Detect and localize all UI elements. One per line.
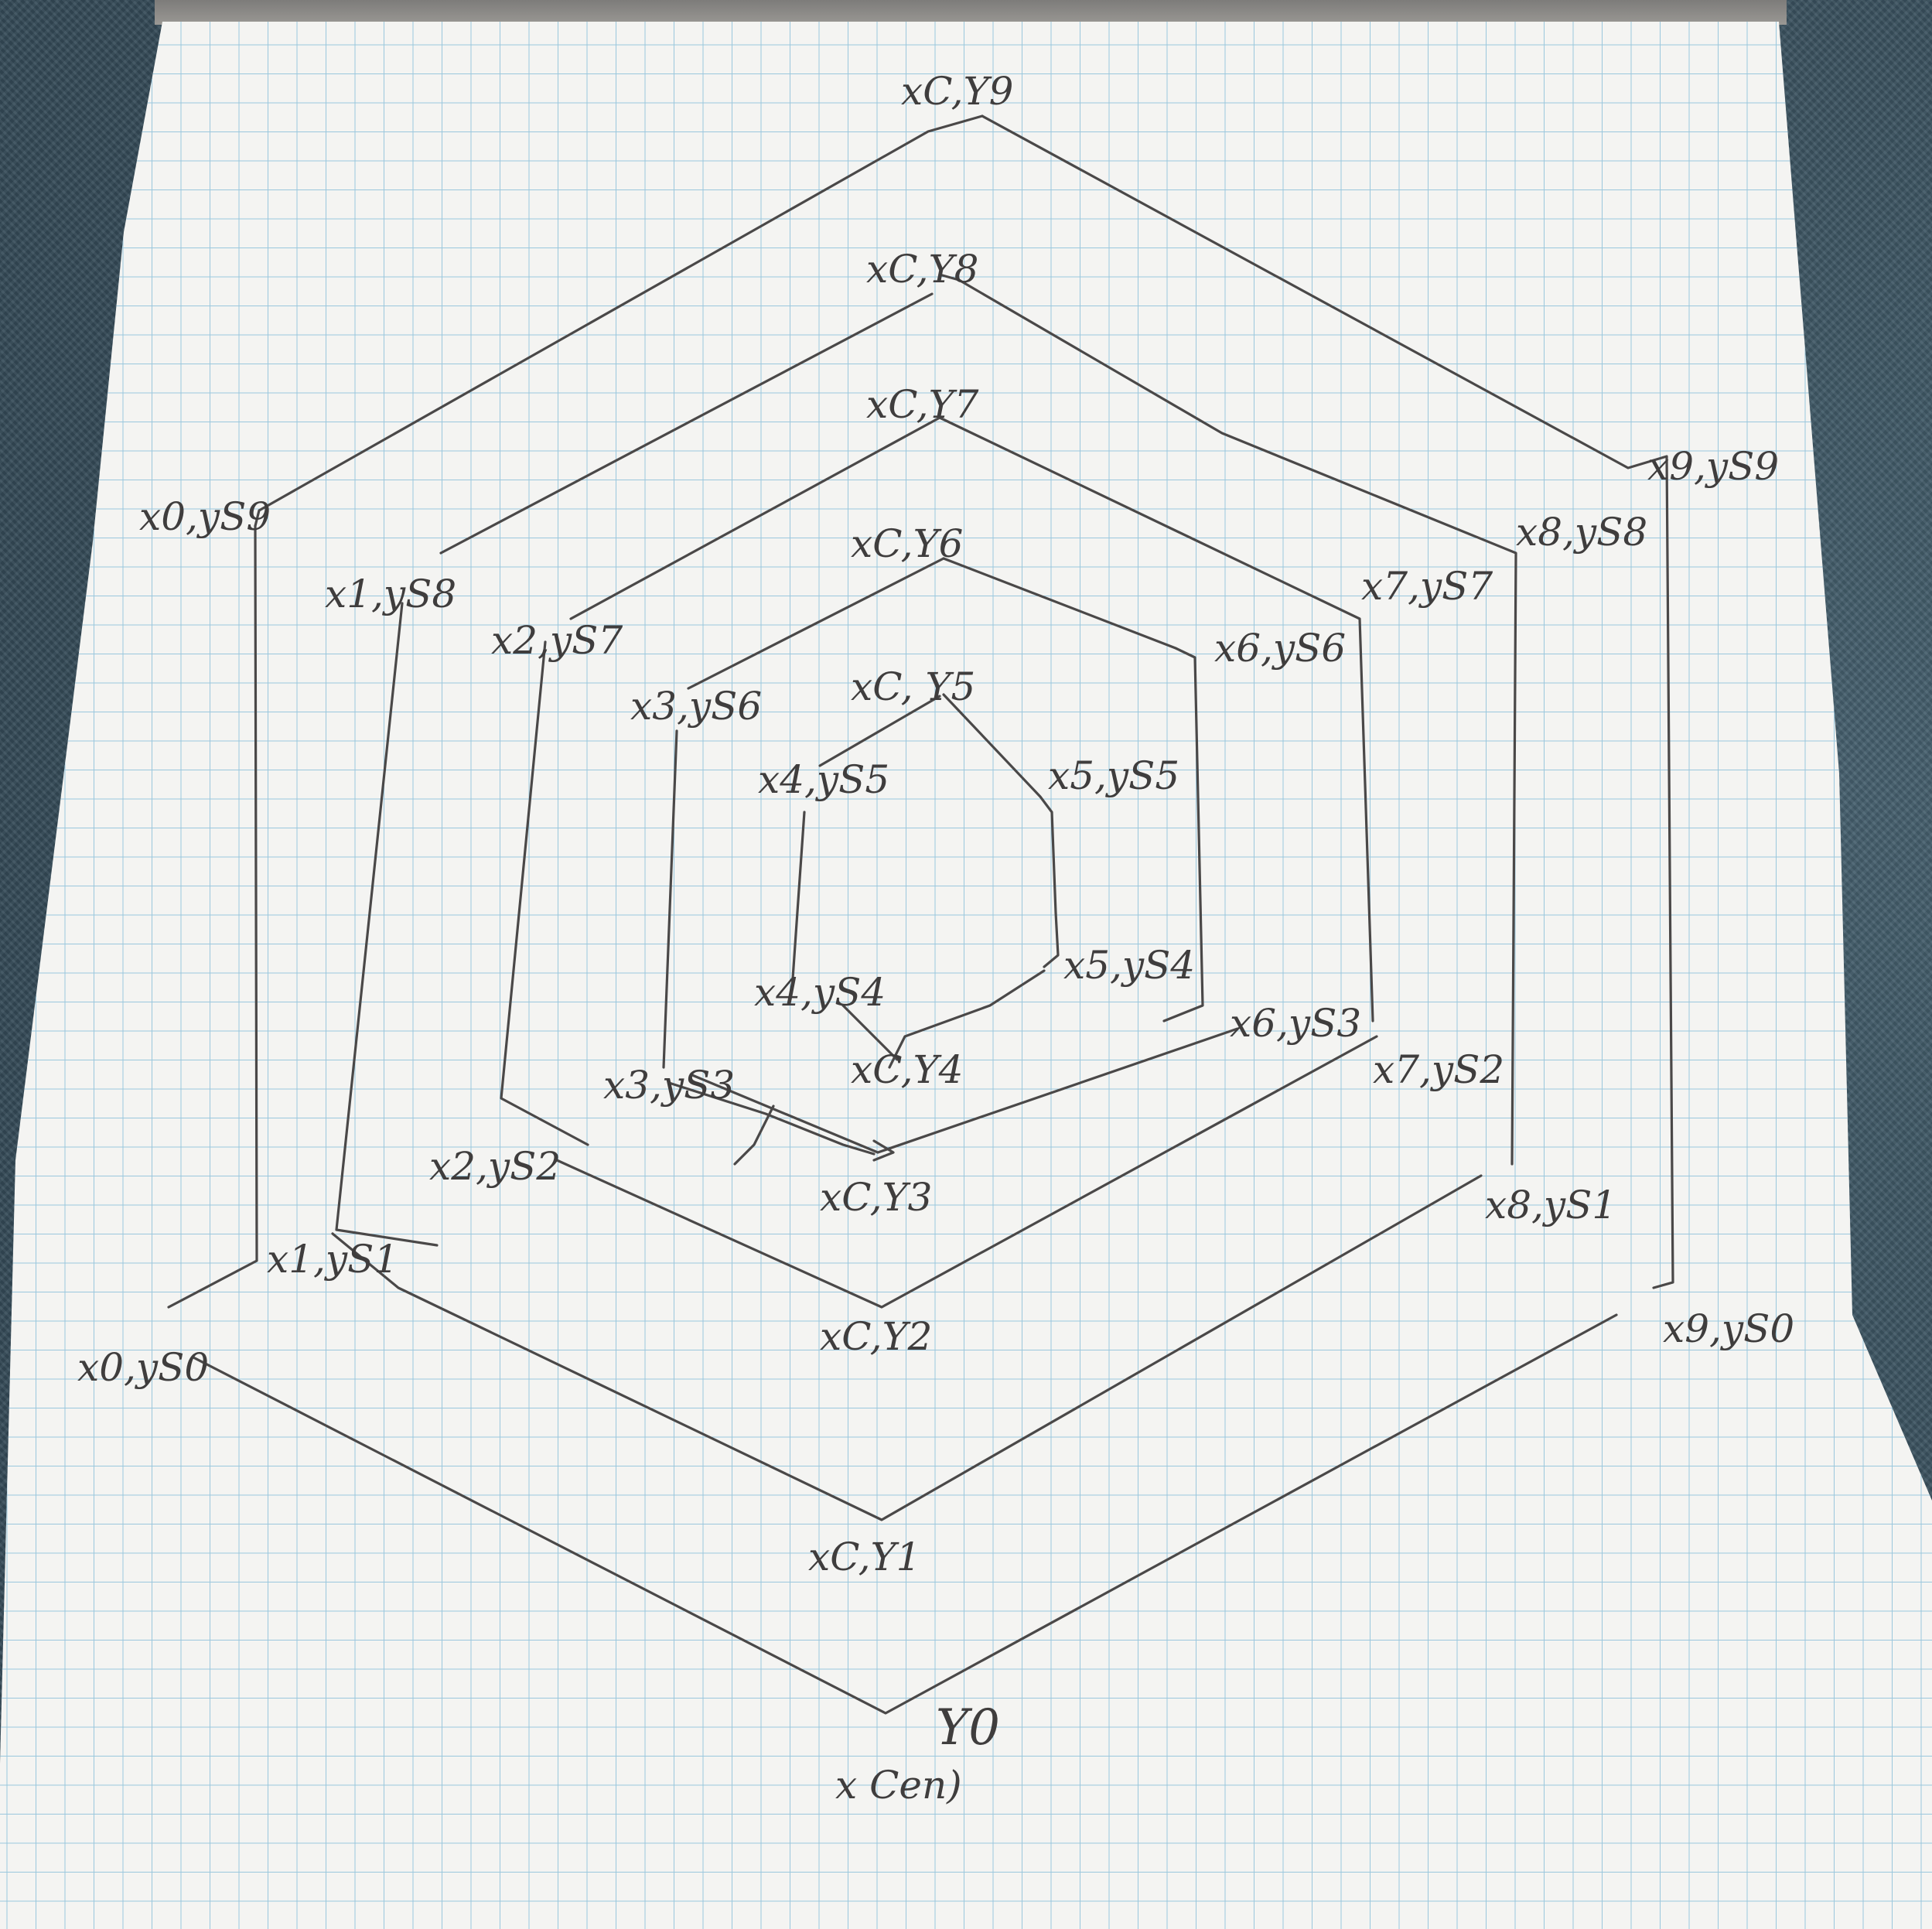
label-x9-ys0: x9,yS0: [1663, 1306, 1794, 1351]
label-x6-ys6: x6,yS6: [1214, 626, 1346, 671]
label-x9-ys9: x9,yS9: [1647, 444, 1779, 489]
label-x8-ys8: x8,yS8: [1516, 510, 1647, 555]
label-x2-ys7: x2,yS7: [491, 618, 623, 663]
label-x7-ys2: x7,yS2: [1373, 1047, 1504, 1092]
label-x3-ys3: x3,yS3: [603, 1063, 735, 1108]
label-xc-y3: xC,Y3: [820, 1175, 932, 1220]
label-xc-y4: xC,Y4: [851, 1047, 963, 1092]
label-xc-y8: xC,Y8: [866, 247, 978, 292]
hexagon-ring-8: [331, 273, 1517, 1521]
label-x4-ys5: x4,yS5: [758, 757, 889, 802]
label-y0: Y0: [936, 1699, 1000, 1757]
grid-lines: [0, 22, 1932, 1929]
label-x-center: x Cen): [835, 1763, 962, 1808]
label-x4-ys4: x4,yS4: [754, 970, 886, 1015]
label-x1-ys8: x1,yS8: [325, 572, 456, 616]
hexagon-ring-7: [500, 416, 1378, 1309]
label-xc-y9: xC,Y9: [901, 69, 1013, 114]
label-xc-y1: xC,Y1: [808, 1535, 920, 1579]
label-x5-ys5: x5,yS5: [1048, 753, 1179, 798]
label-x3-ys6: x3,yS6: [630, 684, 762, 729]
label-x6-ys3: x6,yS3: [1230, 1001, 1361, 1046]
label-x7-ys7: x7,yS7: [1361, 564, 1493, 609]
hexagon-ring-6: [662, 557, 1239, 1162]
label-xc-y2: xC,Y2: [820, 1314, 932, 1359]
label-x1-ys1: x1,yS1: [267, 1237, 398, 1282]
label-xc-y6: xC,Y6: [851, 521, 963, 566]
label-x8-ys1: x8,yS1: [1485, 1183, 1616, 1227]
hexagon-ring-5: [667, 693, 1060, 1166]
label-x2-ys2: x2,yS2: [429, 1144, 561, 1189]
label-x5-ys4: x5,yS4: [1063, 943, 1195, 988]
label-x0-ys9: x0,yS9: [139, 494, 271, 539]
hexagon-ring-9: [167, 114, 1674, 1715]
label-x0-ys0: x0,yS0: [77, 1345, 209, 1390]
label-xc-y7: xC,Y7: [866, 382, 979, 427]
label-xc-y5: xC, Y5: [851, 664, 975, 709]
notepad-binding: [155, 0, 1787, 25]
